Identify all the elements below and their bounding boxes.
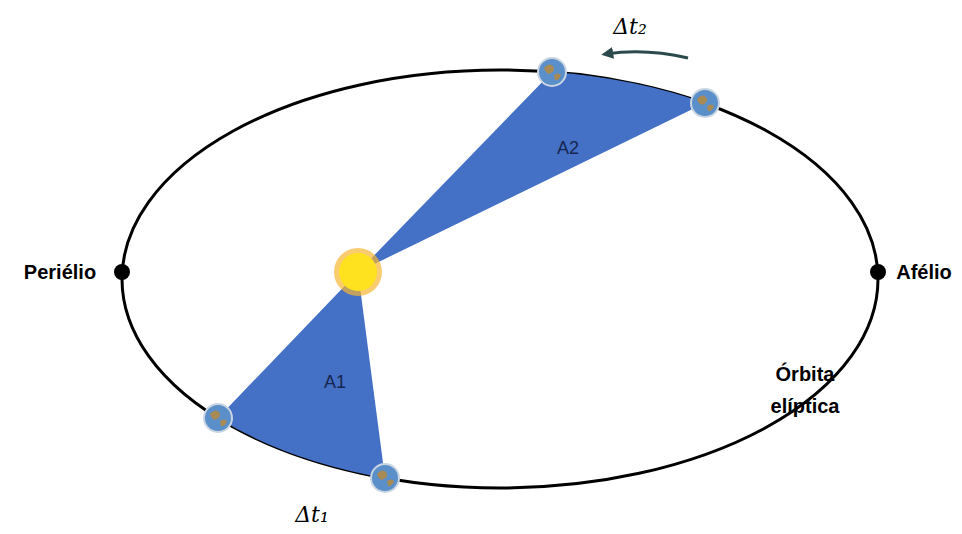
sector-shape — [350, 60, 712, 280]
elliptical-orbit — [122, 70, 878, 488]
time-interval: Δt₁ — [295, 502, 329, 527]
swept-area: A1 — [210, 265, 395, 485]
orbit-label: Órbita elíptica — [755, 358, 855, 422]
sun — [339, 253, 377, 291]
time-interval: Δt₂ — [613, 14, 647, 39]
area-label: A1 — [324, 372, 346, 393]
earth-icon — [204, 404, 232, 432]
sector-fill — [218, 272, 385, 478]
sun-glow — [334, 248, 382, 296]
earth-land — [697, 95, 714, 111]
earth-icon — [371, 464, 399, 492]
earth-land — [210, 410, 227, 426]
sector-shape — [210, 265, 395, 485]
aphelion-dot — [870, 264, 886, 280]
earth-icon — [691, 89, 719, 117]
sector-fill — [358, 72, 705, 272]
perihelion-dot — [114, 264, 130, 280]
earth-icon — [538, 58, 566, 86]
motion-arrow — [606, 52, 688, 58]
orbit-point-label: Afélio — [896, 261, 952, 284]
orbit-point-label: Periélio — [24, 261, 96, 284]
area-label: A2 — [557, 138, 579, 159]
earth-land — [377, 470, 394, 486]
earth-land — [544, 64, 561, 80]
swept-area: A2 — [350, 60, 712, 280]
